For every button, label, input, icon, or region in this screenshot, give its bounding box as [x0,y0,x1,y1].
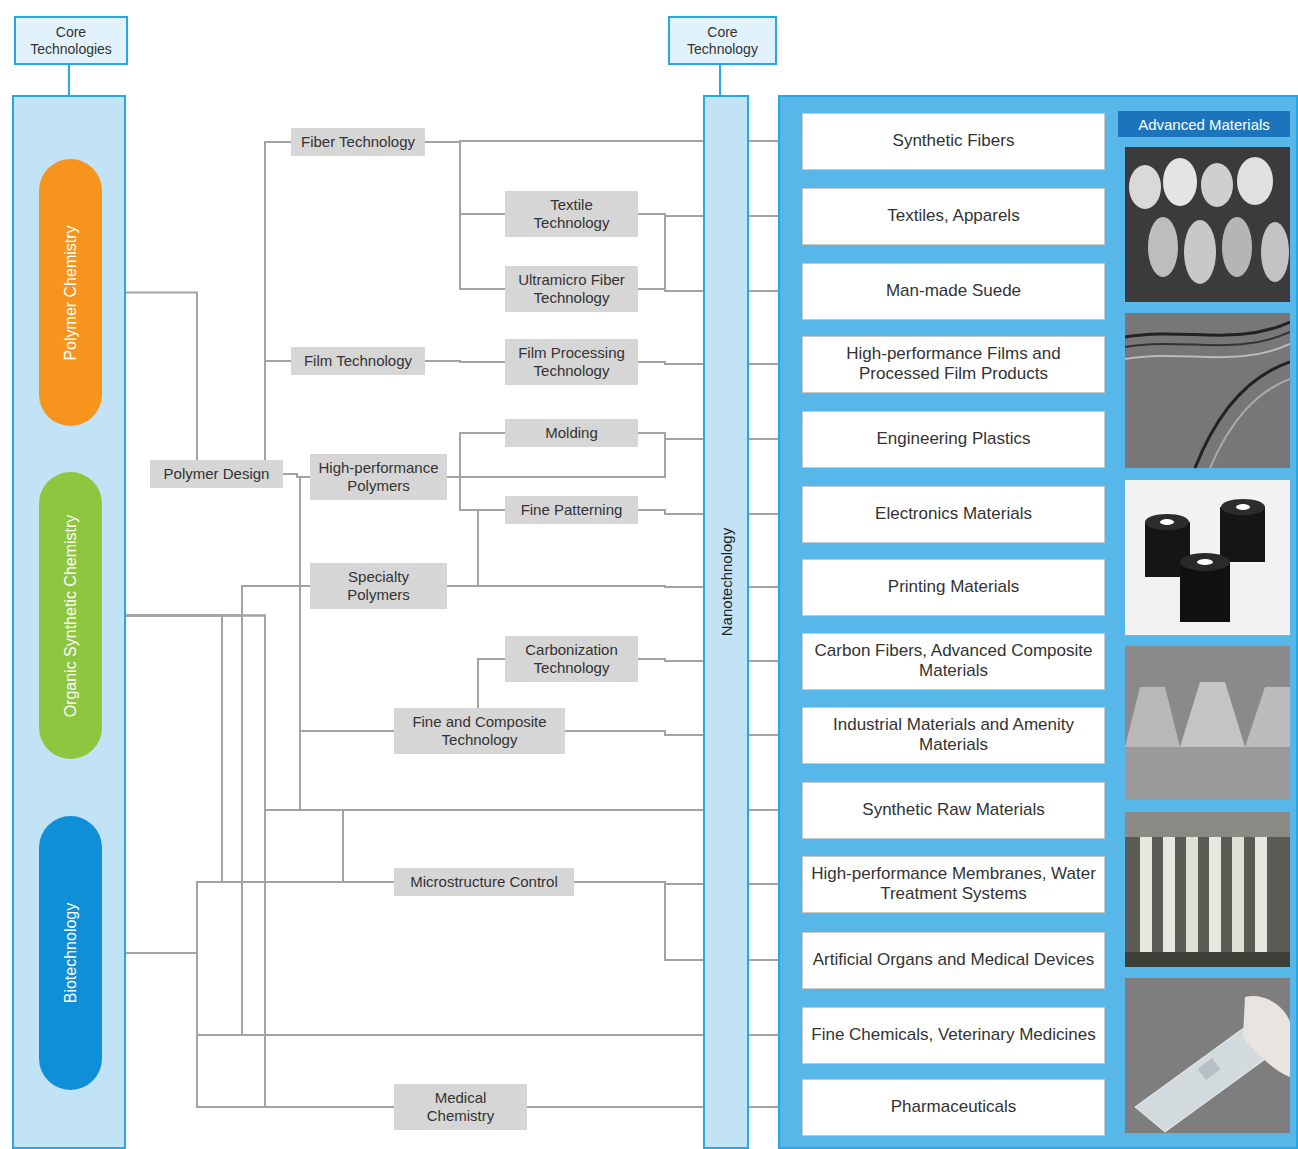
connector [102,586,310,616]
pill-label: Polymer Chemistry [62,225,80,360]
product-label: Electronics Materials [875,504,1032,524]
technology-label: High-performance Polymers [316,459,441,495]
connector [102,882,394,953]
connector [102,616,394,1108]
technology-label: Fiber Technology [297,133,419,151]
column-label: Nanotechnology [718,528,735,636]
product-box: Fine Chemicals, Veterinary Medicines [802,1007,1105,1064]
panel-heading: Advanced Materials [1118,111,1290,137]
technology-box: Specialty Polymers [310,563,447,609]
product-label: Engineering Plastics [876,429,1030,449]
product-label: Industrial Materials and Amenity Materia… [811,715,1096,754]
product-label: Artificial Organs and Medical Devices [813,950,1095,970]
microstructure-photo [1125,646,1290,800]
product-box: Printing Materials [802,559,1105,616]
film-photo [1125,313,1290,468]
technology-label: Film Processing Technology [511,344,632,380]
technology-box: Fine and Composite Technology [394,708,565,754]
product-label: Synthetic Fibers [893,131,1015,151]
core-technology-pill: Biotechnology [39,816,102,1090]
connector [478,659,505,708]
product-label: Printing Materials [888,577,1019,597]
technology-label: Molding [511,424,632,442]
product-box: Synthetic Raw Materials [802,782,1105,839]
product-box: Textiles, Apparels [802,188,1105,245]
connector [527,1106,802,1108]
technology-label: Fine and Composite Technology [400,713,559,749]
technology-box: Film Technology [291,347,425,375]
technology-box: Textile Technology [505,191,638,237]
product-label: Man-made Suede [886,281,1021,301]
connector [447,477,505,510]
connector [425,142,505,289]
product-box: Man-made Suede [802,263,1105,320]
technology-label: Textile Technology [511,196,632,232]
technology-box: Polymer Design [150,460,283,488]
product-box: Artificial Organs and Medical Devices [802,932,1105,989]
carbon-fiber-spools [1125,480,1290,635]
connector [102,616,394,883]
product-label: Fine Chemicals, Veterinary Medicines [811,1025,1095,1045]
stub-line [719,62,721,96]
technology-box: Molding [505,419,638,447]
product-label: Textiles, Apparels [887,206,1019,226]
product-label: Carbon Fibers, Advanced Composite Materi… [811,641,1096,680]
panel-heading: Core Technologies [14,16,128,65]
technology-label: Microstructure Control [400,873,568,891]
connector [574,882,802,960]
product-label: High-performance Membranes, Water Treatm… [811,864,1096,903]
technology-label: Specialty Polymers [316,568,441,604]
product-box: Engineering Plastics [802,411,1105,468]
technology-label: Medical Chemistry [400,1089,521,1125]
technology-box: Fine Patterning [505,496,638,524]
product-box: Industrial Materials and Amenity Materia… [802,707,1105,764]
connector [265,361,291,460]
materials-panel: Advanced MaterialsSynthetic FibersTextil… [778,95,1298,1149]
product-box: Synthetic Fibers [802,113,1105,170]
technology-box: High-performance Polymers [310,454,447,500]
technology-label: Film Technology [297,352,419,370]
core-column: Core TechnologyNanotechnology [703,95,749,1149]
connector [447,433,505,477]
pill-label: Organic Synthetic Chemistry [62,514,80,717]
product-box: High-performance Membranes, Water Treatm… [802,856,1105,913]
technology-label: Polymer Design [156,465,277,483]
technology-box: Medical Chemistry [394,1084,527,1130]
product-box: Carbon Fibers, Advanced Composite Materi… [802,633,1105,690]
panel-heading: Core Technology [668,16,777,65]
connector [102,953,394,1107]
technology-box: Carbonization Technology [505,636,638,682]
technology-box: Fiber Technology [291,128,425,156]
connector [102,953,802,1035]
connector [265,142,291,460]
fiber-photo [1125,147,1290,302]
stub-line [68,62,70,96]
connector [565,731,802,735]
core-technology-pill: Organic Synthetic Chemistry [39,472,102,759]
connector [102,616,802,811]
product-box: High-performance Films and Processed Fil… [802,336,1105,393]
technology-box: Microstructure Control [394,868,574,896]
technology-label: Ultramicro Fiber Technology [511,271,632,307]
connector [425,142,505,214]
connector [425,361,505,362]
technology-label: Carbonization Technology [511,641,632,677]
medical-device-photo [1125,978,1290,1133]
core-technology-pill: Polymer Chemistry [39,159,102,426]
technology-label: Fine Patterning [511,501,632,519]
technology-box: Ultramicro Fiber Technology [505,266,638,312]
material-photos [1125,147,1290,1133]
pill-label: Biotechnology [62,903,80,1004]
connector [447,510,505,586]
technology-box: Film Processing Technology [505,339,638,385]
connector [102,616,802,1036]
product-label: Pharmaceuticals [891,1097,1017,1117]
product-label: High-performance Films and Processed Fil… [811,344,1096,383]
product-box: Electronics Materials [802,486,1105,543]
product-box: Pharmaceuticals [802,1079,1105,1136]
product-label: Synthetic Raw Materials [862,800,1044,820]
core-panel: Core TechnologiesPolymer ChemistryOrgani… [12,95,126,1149]
water-treatment-photo [1125,812,1290,967]
